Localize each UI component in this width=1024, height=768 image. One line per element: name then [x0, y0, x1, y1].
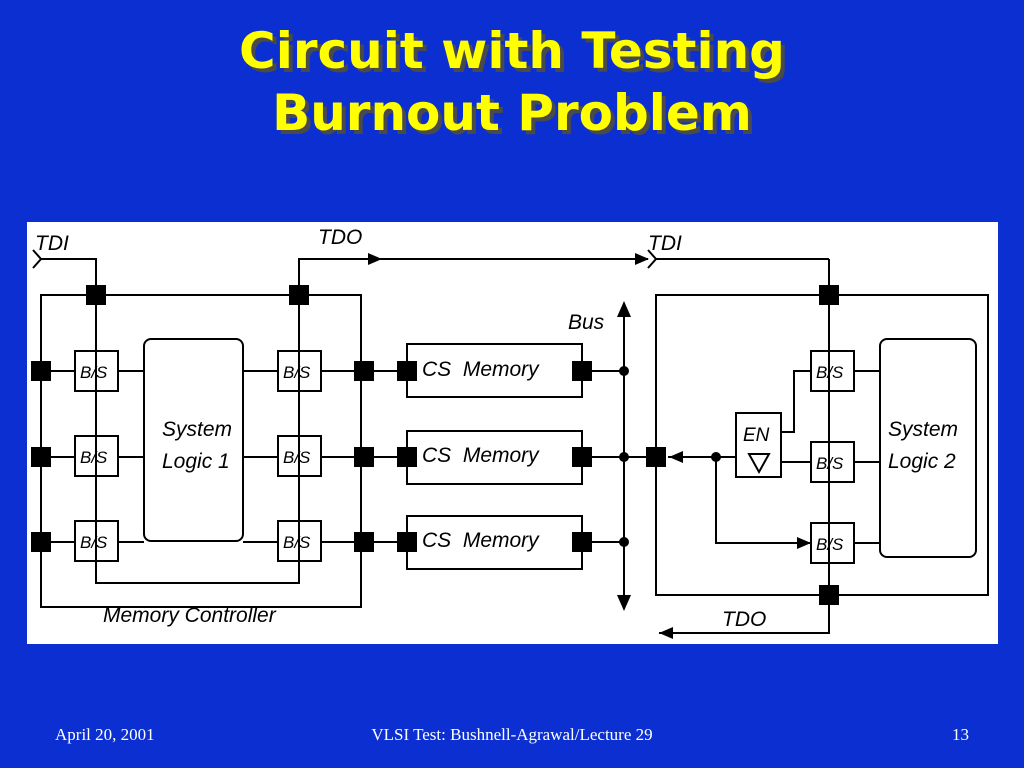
tdo-top-wire: [298, 258, 648, 295]
label-memory-1: CS Memory: [422, 358, 540, 381]
bus-junction-1: [619, 366, 629, 376]
pin-mem-out-3: [572, 532, 592, 552]
label-memory-2: CS Memory: [422, 444, 540, 467]
label-memory-3: CS Memory: [422, 529, 540, 552]
en-output-arrow: [669, 451, 683, 463]
pin-left-3: [31, 532, 51, 552]
label-bs-l4: B/S: [283, 363, 311, 382]
label-bs-l6: B/S: [283, 533, 311, 552]
label-bs-r3: B/S: [816, 535, 844, 554]
en-control-wire: [781, 370, 811, 433]
bus-junction-2: [619, 452, 629, 462]
label-sl2-line2: Logic 2: [888, 450, 956, 473]
bus-junction-3: [619, 537, 629, 547]
label-bs-l3: B/S: [80, 533, 108, 552]
branch-junction: [711, 452, 721, 462]
scan-wire-bottom-loop: [95, 561, 300, 584]
label-tdo-top: TDO: [318, 226, 362, 249]
label-bs-l5: B/S: [283, 448, 311, 467]
footer-page-number: 13: [952, 725, 969, 744]
tdi-right-arrowhead: [635, 253, 649, 265]
slide-title: Circuit with Testing Burnout Problem: [0, 20, 1024, 144]
branch-arrow: [797, 537, 811, 549]
diagram-panel: TDI TDO TDI Bus System Logic 1 System Lo…: [27, 222, 998, 644]
tdi-left-arrow: [32, 249, 43, 269]
title-line-2: Burnout Problem: [272, 84, 752, 142]
tdo-bottom-wire: [659, 595, 830, 634]
label-sl2-line1: System: [888, 418, 958, 441]
tdo-top-arrow: [368, 253, 382, 265]
label-sl1-line1: System: [162, 418, 232, 441]
label-en: EN: [743, 425, 770, 446]
circuit-diagram: TDI TDO TDI Bus System Logic 1 System Lo…: [31, 226, 989, 639]
pin-mc-right-1: [354, 361, 374, 381]
label-bs-l2: B/S: [80, 448, 108, 467]
pin-mc-right-2: [354, 447, 374, 467]
footer-date: April 20, 2001: [55, 725, 155, 744]
bus-arrow-down: [617, 595, 631, 611]
label-sl1-line2: Logic 1: [162, 450, 230, 473]
label-tdi-left: TDI: [35, 232, 69, 255]
pin-top-left-1: [86, 285, 106, 305]
pin-top-left-2: [289, 285, 309, 305]
label-memory-controller: Memory Controller: [103, 604, 277, 627]
label-bs-r2: B/S: [816, 454, 844, 473]
footer-course: VLSI Test: Bushnell-Agrawal/Lecture 29: [371, 725, 653, 744]
tdo-bottom-arrow: [659, 627, 673, 639]
pin-mc-right-3: [354, 532, 374, 552]
pin-mem-out-1: [572, 361, 592, 381]
label-tdi-right: TDI: [648, 232, 682, 255]
pin-left-2: [31, 447, 51, 467]
label-tdo-bottom: TDO: [722, 608, 766, 631]
label-bs-l1: B/S: [80, 363, 108, 382]
label-bs-r1: B/S: [816, 363, 844, 382]
system-logic-1-box: [143, 338, 244, 542]
title-line-1: Circuit with Testing: [239, 22, 785, 80]
label-bus: Bus: [568, 311, 605, 334]
pin-right-module-top: [819, 285, 839, 305]
pin-mem-in-1: [397, 361, 417, 381]
tdi-left-wire: [41, 258, 97, 295]
pin-right-module-bottom: [819, 585, 839, 605]
system-logic-2-box: [879, 338, 977, 558]
bus-arrow-up: [617, 301, 631, 317]
pin-right-module-left: [646, 447, 666, 467]
pin-mem-out-2: [572, 447, 592, 467]
en-buffer-box: [735, 412, 782, 478]
en-branch-wire: [715, 457, 811, 544]
pin-mem-in-2: [397, 447, 417, 467]
en-buffer-triangle: [747, 453, 771, 475]
pin-left-1: [31, 361, 51, 381]
pin-mem-in-3: [397, 532, 417, 552]
